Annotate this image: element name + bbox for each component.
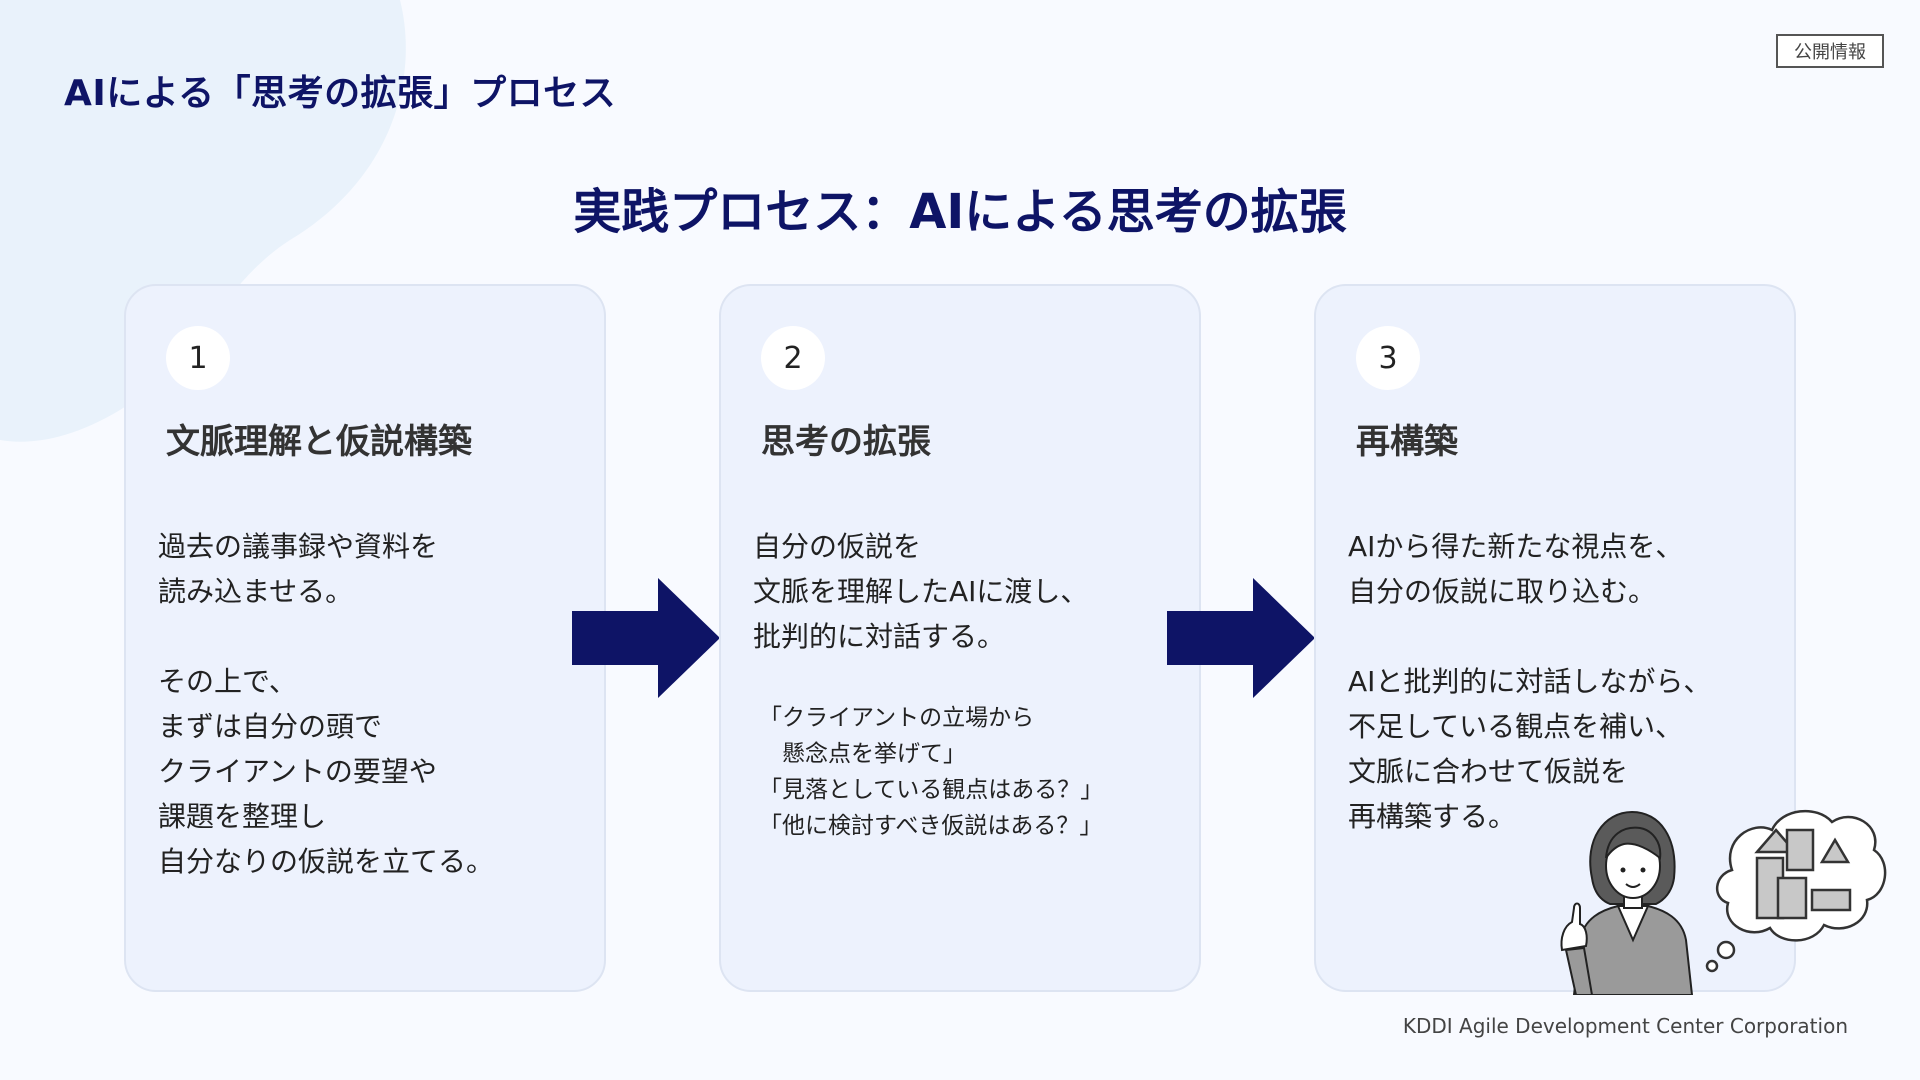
body-line: 文脈を理解したAIに渡し、 [753,575,1089,608]
woman-thinking-illustration [1560,809,1887,995]
body-line: 文脈に合わせて仮説を [1348,755,1629,788]
prompt-line: 懸念点を挙げて」 [759,741,966,767]
step-number: 3 [1356,326,1420,390]
body-line: 自分の仮説を [753,530,922,563]
step-title: 思考の拡張 [761,422,931,462]
body-line: 批判的に対話する。 [753,620,1006,653]
step-card-3: 3 再構築 AIから得た新たな視点を、 自分の仮説に取り込む。 AIと批判的に対… [1314,284,1796,992]
slide-heading: 実践プロセス：AIによる思考の拡張 [573,184,1347,240]
step-number: 2 [761,326,825,390]
body-line: 自分なりの仮説を立てる。 [158,845,495,878]
body-line [1348,614,1788,659]
prompt-line: 「他に検討すべき仮説はある？」 [759,813,1103,839]
prompt-line: 「見落としている観点はある？」 [759,777,1104,803]
step-title: 再構築 [1356,422,1458,462]
header-title: AIによる「思考の拡張」プロセス [64,73,617,114]
public-info-badge: 公開情報 [1776,34,1884,68]
prompt-line: 「クライアントの立場から [759,705,1035,731]
body-line: AIと批判的に対話しながら、 [1348,665,1712,698]
step-body: 過去の議事録や資料を 読み込ませる。 その上で、 まずは自分の頭で クライアント… [158,524,598,884]
body-line: 不足している観点を補い、 [1348,710,1684,743]
decorative-blob [0,0,406,442]
body-line: まずは自分の頭で [158,710,383,743]
woman-icon [1560,810,1694,995]
example-prompts: 「クライアントの立場から 懸念点を挙げて」 「見落としている観点はある？」 「他… [759,700,1189,844]
right-arrow-icon [1167,578,1315,698]
thought-bubble-icon [1705,809,1887,973]
body-line [158,614,598,659]
step-body: AIから得た新たな視点を、 自分の仮説に取り込む。 AIと批判的に対話しながら、… [1348,524,1788,839]
body-line: 読み込ませる。 [158,575,354,608]
right-arrow-icon [572,578,720,698]
step-body: 自分の仮説を 文脈を理解したAIに渡し、 批判的に対話する。 [753,524,1193,659]
body-line: 課題を整理し [158,800,327,833]
body-line: その上で、 [158,665,297,698]
body-line: 過去の議事録や資料を [158,530,439,563]
body-line: 自分の仮説に取り込む。 [1348,575,1657,608]
body-line: クライアントの要望や [158,755,437,788]
step-card-2: 2 思考の拡張 自分の仮説を 文脈を理解したAIに渡し、 批判的に対話する。 「… [719,284,1201,992]
footer-company: KDDI Agile Development Center Corporatio… [1402,1014,1848,1038]
step-number: 1 [166,326,230,390]
step-card-1: 1 文脈理解と仮説構築 過去の議事録や資料を 読み込ませる。 その上で、 まずは… [124,284,606,992]
step-title: 文脈理解と仮説構築 [166,422,472,462]
body-line: AIから得た新たな視点を、 [1348,530,1684,563]
body-line: 再構築する。 [1348,800,1517,833]
